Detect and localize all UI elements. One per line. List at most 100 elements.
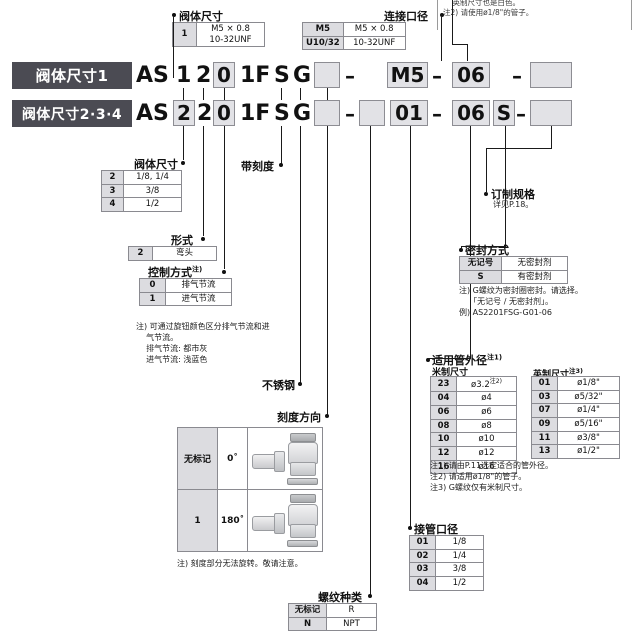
- cell-value: ø6: [456, 405, 517, 420]
- cell-value: 进气节流: [165, 291, 232, 307]
- callout-control-mode-sup: 注): [192, 265, 203, 274]
- row1-port: M5: [387, 62, 428, 88]
- cell-key: 10: [430, 432, 457, 447]
- table-row: 1 180˚: [177, 489, 323, 552]
- leader-control-mode: [224, 126, 225, 269]
- cell-key: 1: [177, 489, 218, 552]
- callout-pipe-port: 接管口径: [414, 523, 458, 536]
- callout-scale-dir: 刻度方向: [277, 411, 321, 424]
- cell-value: 1/2: [435, 575, 484, 591]
- seal-method-dot: [459, 248, 463, 252]
- leader-seal-v2: [461, 246, 462, 250]
- valve-body: [288, 442, 318, 464]
- link-g: [300, 88, 301, 100]
- callout-tube-od: 适用管外径注1): [432, 352, 502, 368]
- row2-blank2: [359, 100, 385, 126]
- cell-value: 无密封剂: [501, 256, 568, 271]
- cell-value: 10-32UNF: [342, 35, 406, 51]
- cell-value: 1/2: [123, 197, 182, 212]
- cell-key: 09: [531, 416, 558, 432]
- table-tube-od-metric: 23 ø3.2注2) 04 ø4 06 ø6 08 ø8 10 ø10 12 ø…: [430, 375, 517, 475]
- cell-value: ø1/8": [557, 376, 620, 391]
- callout-connect-port: 连接口径: [384, 10, 428, 23]
- callout-valve-size-top: 阀体尺寸: [179, 10, 223, 23]
- link-d1: [183, 88, 184, 100]
- scale-dir-dot: [325, 414, 329, 418]
- form-dot: [201, 237, 205, 241]
- leader-tube-note-v1: [452, 0, 453, 44]
- row1-dash2: –: [432, 64, 442, 88]
- cell-value: NPT: [326, 616, 377, 632]
- cell-key: 0: [139, 278, 166, 293]
- row1-label-text: 阀体尺寸1: [35, 67, 109, 85]
- row2-dash3: –: [516, 102, 526, 126]
- cell-key: 06: [430, 405, 457, 420]
- callout-valve-size-left: 阀体尺寸: [134, 158, 178, 171]
- cell-value: 1/4: [435, 548, 484, 564]
- row1-prefix: AS: [136, 63, 169, 88]
- cell-value: M5 × 0.8: [342, 22, 406, 37]
- cell-value: 3/8: [435, 562, 484, 577]
- leader-valve-size-top: [173, 16, 174, 78]
- row2-prefix: AS: [136, 101, 169, 126]
- row2-dash1: –: [345, 102, 355, 126]
- cell-angle: 0˚: [217, 427, 248, 490]
- cell-key: U10/32: [302, 35, 344, 51]
- table-connect-port: M5 M5 × 0.8 U10/32 10-32UNF: [302, 22, 406, 51]
- row2-g: G: [293, 101, 312, 126]
- row2-digit1: 2: [173, 100, 195, 126]
- row2-series: 1F: [240, 101, 271, 126]
- row1-digit3: 0: [213, 62, 235, 88]
- row1-g: G: [293, 63, 312, 88]
- cell-key: S: [459, 269, 502, 285]
- cell-key: 13: [531, 444, 558, 459]
- cell-key: 04: [430, 391, 457, 407]
- stainless-dot: [298, 382, 302, 386]
- cell-value: ø5/16": [557, 416, 620, 432]
- row1-tube: 06: [452, 62, 490, 88]
- row2-blank3: [530, 100, 572, 126]
- row1-blank1: [314, 62, 340, 88]
- row2-blank1: [314, 100, 340, 126]
- row1-label-bar: 阀体尺寸1: [12, 62, 132, 89]
- tube-od-dot: [426, 358, 430, 362]
- order-spec-dot: [484, 192, 488, 196]
- cell-value: 排气节流: [165, 278, 232, 293]
- cell-value: ø12: [456, 445, 517, 461]
- cell-key: 3: [101, 183, 124, 199]
- cell-value: ø4: [456, 391, 517, 407]
- valve-knob: [290, 433, 316, 442]
- leader-order-spec-h: [486, 148, 552, 149]
- leader-seal-h: [461, 246, 506, 247]
- row1-digit1: 1: [176, 63, 192, 88]
- row2-s: S: [274, 101, 290, 126]
- row2-dash2: –: [432, 102, 442, 126]
- cell-value-text: ø3.2: [471, 379, 490, 390]
- cell-key: N: [288, 616, 327, 632]
- cell-value: ø3/8": [557, 430, 620, 446]
- valve-body: [288, 504, 318, 526]
- cell-key: M5: [302, 22, 344, 37]
- link-d2: [203, 88, 204, 100]
- leader-tube-od-h: [428, 358, 471, 359]
- table-control-mode: 0 排气节流 1 进气节流: [139, 278, 232, 307]
- cell-value: ø1/4": [557, 403, 620, 418]
- control-mode-note: 注) 可通过旋钮颜色区分排气节流和进 气节流。 排气节流: 都市灰 进气节流: …: [136, 322, 270, 365]
- order-spec-subtext: 详见P.18。: [493, 200, 534, 209]
- leader-order-spec-v: [486, 148, 487, 192]
- table-seal-method: 无记号 无密封剂 S 有密封剂: [459, 256, 568, 285]
- callout-with-scale: 带刻度: [241, 160, 274, 173]
- cell-key: 无标记: [288, 603, 327, 618]
- cell-value: 1/8: [435, 535, 484, 550]
- valve-base: [287, 478, 318, 485]
- row1-blank2: [530, 62, 572, 88]
- cell-key: 08: [430, 418, 457, 434]
- row2-digit2: 2: [197, 101, 213, 126]
- row1-s: S: [274, 63, 290, 88]
- leader-valve-size-left: [183, 126, 184, 160]
- with-scale-dot: [279, 163, 283, 167]
- cell-key: 01: [531, 376, 558, 391]
- callout-seal-method: 密封方式: [465, 244, 509, 257]
